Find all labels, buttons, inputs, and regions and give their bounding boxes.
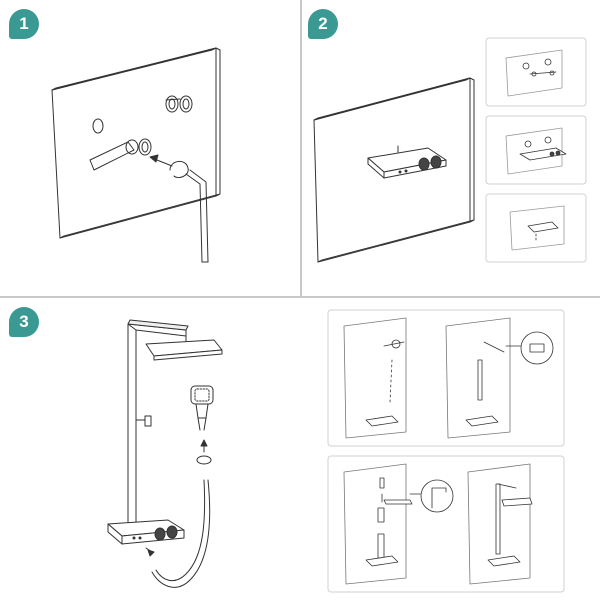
step-1-illustration bbox=[51, 47, 221, 263]
detail-panel-1 bbox=[485, 37, 587, 107]
wall-hole-icon bbox=[92, 118, 104, 134]
arrow-icon bbox=[145, 547, 155, 557]
hand-shower-icon bbox=[190, 385, 214, 431]
step-2-badge: 2 bbox=[308, 9, 338, 39]
detail-2-content bbox=[505, 127, 567, 175]
vertical-divider bbox=[300, 0, 302, 298]
step-3-illustration bbox=[107, 309, 565, 593]
detail-4-content bbox=[343, 317, 554, 439]
ring-icon bbox=[196, 455, 212, 465]
arrow-icon bbox=[200, 439, 208, 453]
detail-1-content bbox=[505, 49, 563, 97]
hose-icon bbox=[151, 479, 211, 588]
hex-key-icon bbox=[185, 169, 209, 263]
pipe-fitting-icon bbox=[89, 138, 152, 171]
arrow-icon bbox=[149, 154, 173, 167]
horizontal-divider bbox=[0, 296, 600, 298]
detail-5-content bbox=[343, 463, 533, 585]
step-2-illustration bbox=[313, 37, 587, 263]
detail-panel-3 bbox=[485, 193, 587, 263]
detail-panel-2 bbox=[485, 115, 587, 185]
detail-panel-5 bbox=[327, 455, 565, 593]
valve-fitting-icon bbox=[165, 95, 193, 113]
mixer-unit-icon bbox=[367, 145, 447, 179]
detail-panel-4 bbox=[327, 309, 565, 447]
step-1-badge: 1 bbox=[9, 9, 39, 39]
detail-3-content bbox=[509, 205, 565, 251]
wall-panel-icon bbox=[51, 47, 221, 239]
mixer-unit-icon bbox=[107, 519, 185, 545]
shower-column-icon bbox=[127, 319, 223, 525]
step-3-badge: 3 bbox=[9, 307, 39, 337]
ring-icon bbox=[169, 161, 189, 179]
